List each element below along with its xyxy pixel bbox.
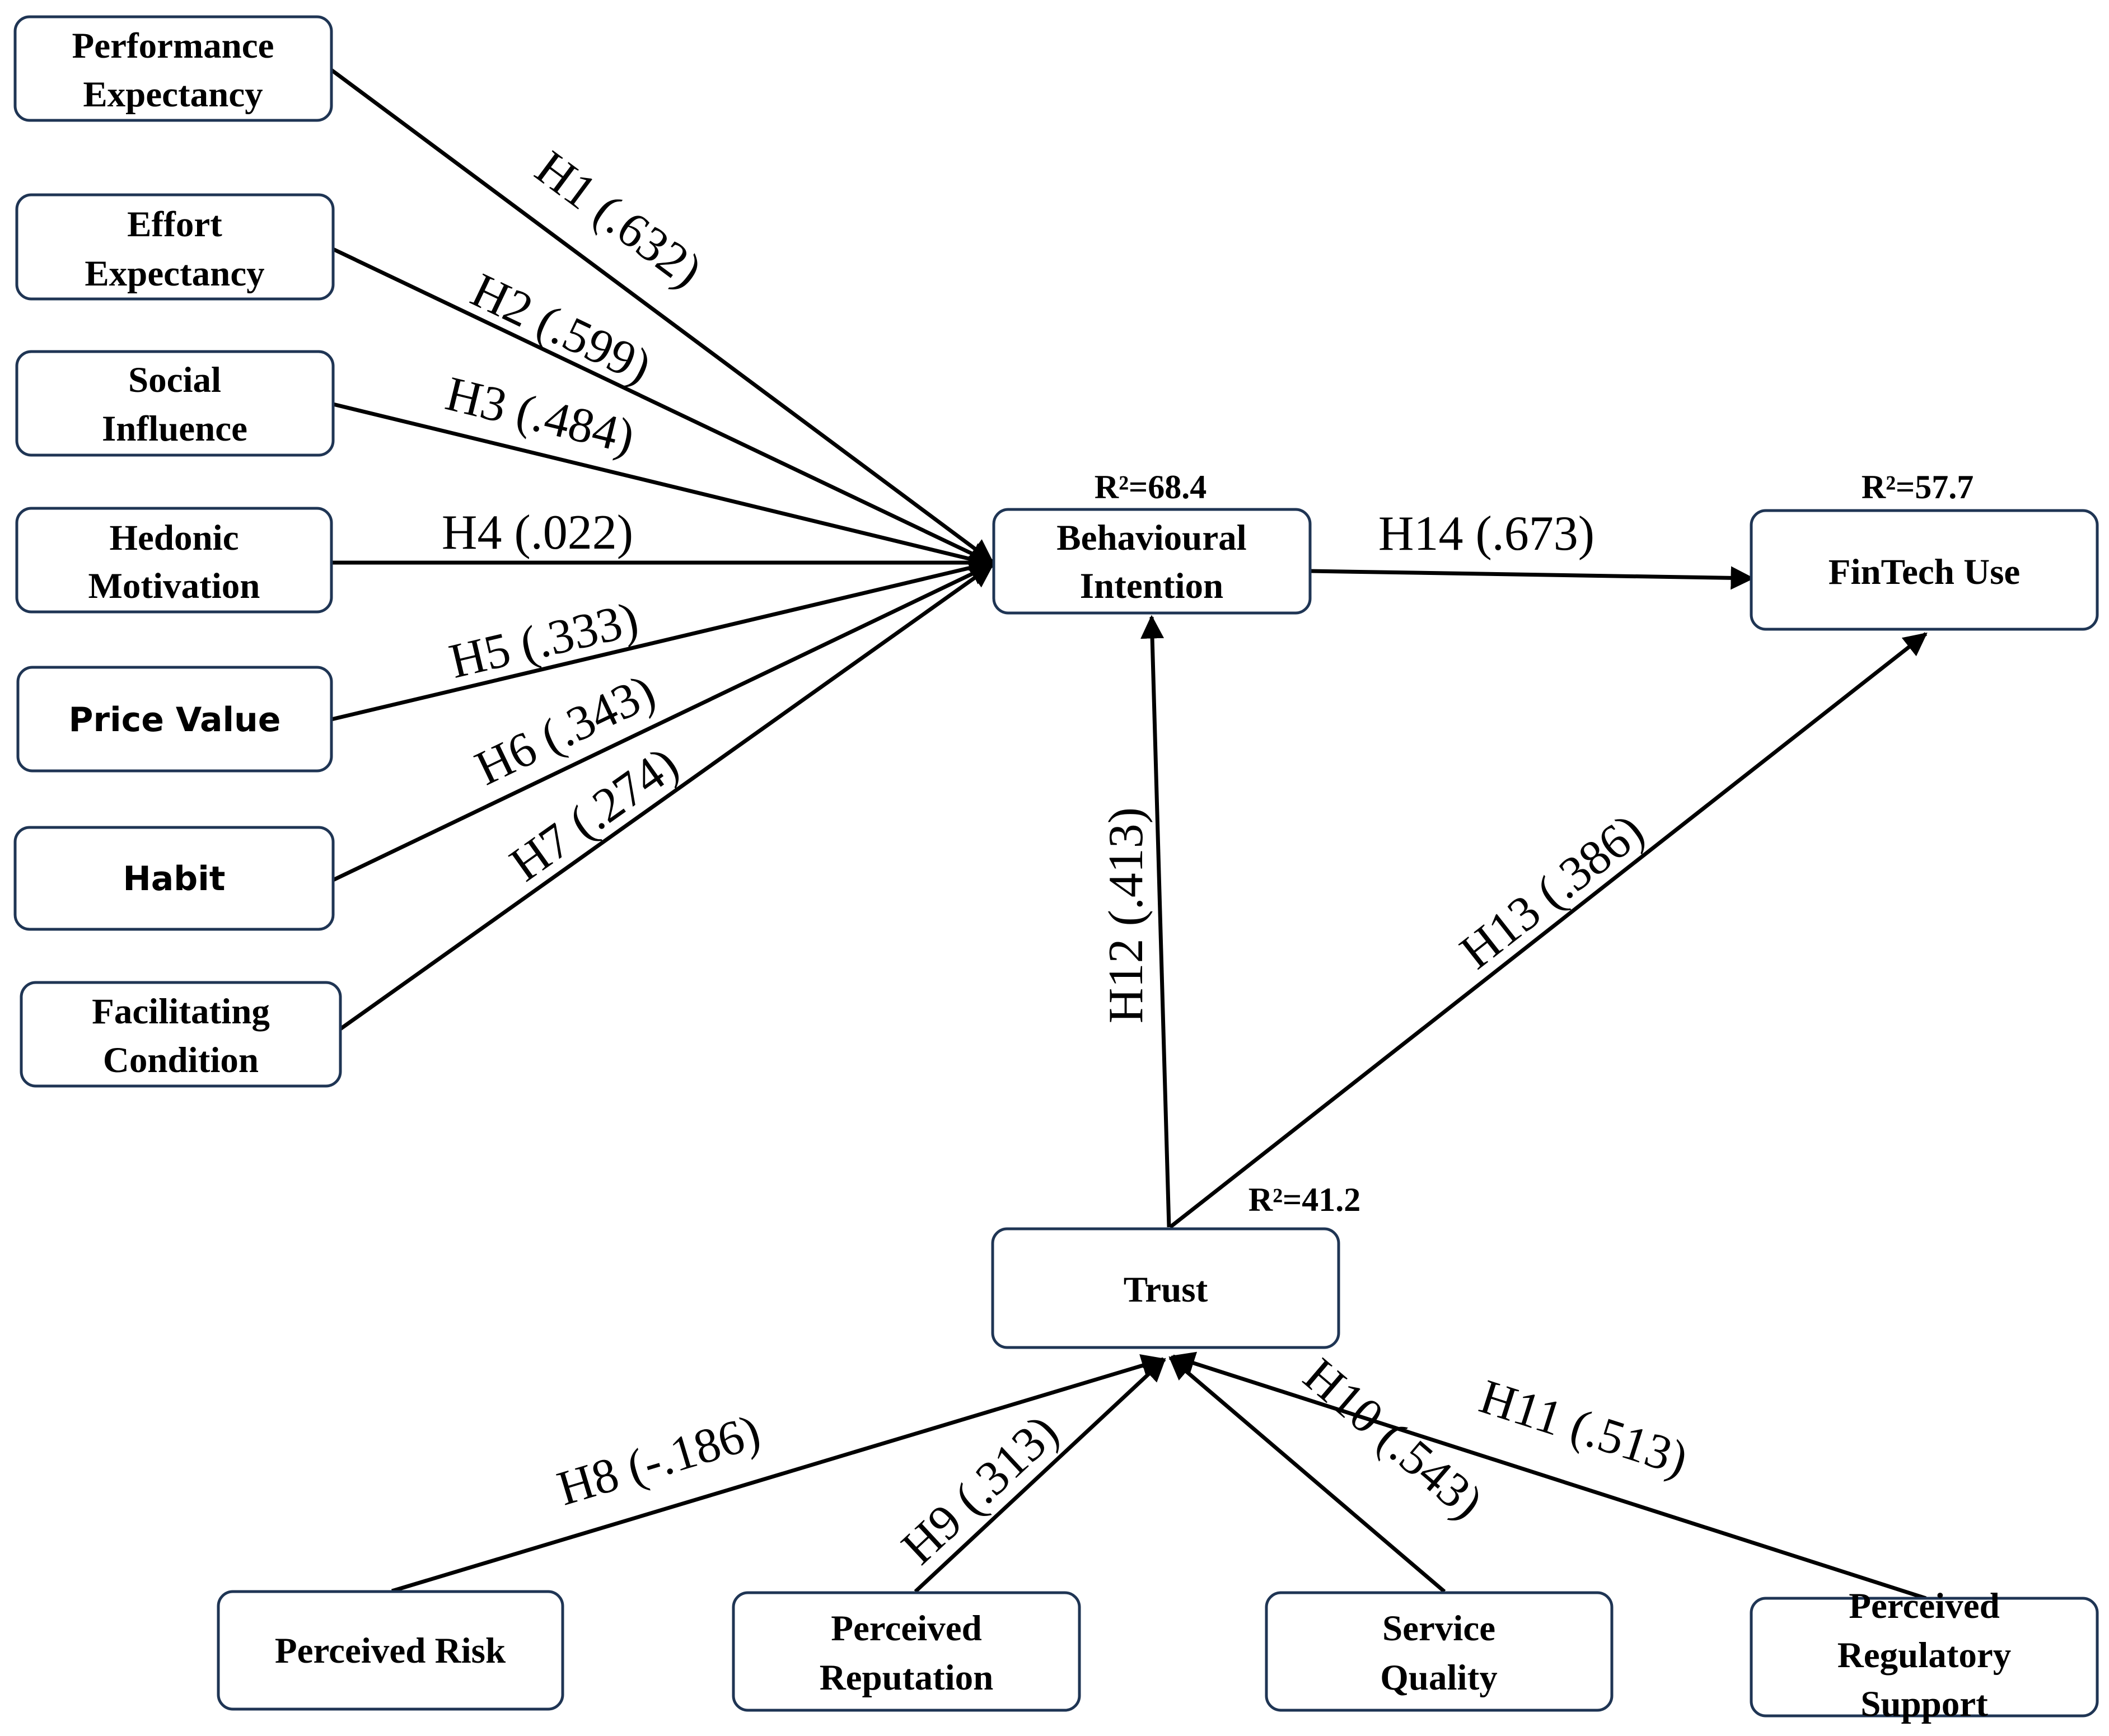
node-behavioural-intention: R²=68.4 Behavioural Intention bbox=[992, 469, 1312, 615]
effort-expectancy-line1: Effort bbox=[127, 204, 222, 245]
label-h13: H13 (.386) bbox=[1451, 803, 1654, 980]
habit-label: Habit bbox=[123, 859, 226, 899]
label-h9: H9 (.313) bbox=[891, 1405, 1068, 1575]
hedonic-motivation-line2: Motivation bbox=[88, 566, 260, 606]
service-quality-line1: Service bbox=[1382, 1608, 1495, 1649]
node-perceived-regulatory-support: Perceived Regulatory Support bbox=[1750, 1586, 2099, 1724]
node-performance-expectancy: Performance Expectancy bbox=[13, 15, 333, 122]
performance-expectancy-line1: Performance bbox=[72, 26, 274, 66]
trust-label: Trust bbox=[1124, 1270, 1208, 1310]
fintech-use-r2: R²=57.7 bbox=[1862, 469, 1974, 506]
node-service-quality: Service Quality bbox=[1265, 1591, 1614, 1712]
perceived-reputation-line1: Perceived bbox=[831, 1608, 982, 1649]
label-h2: H2 (.599) bbox=[463, 263, 660, 395]
social-influence-line2: Influence bbox=[102, 409, 247, 449]
edge-h5 bbox=[331, 556, 994, 722]
behavioural-intention-line2: Intention bbox=[1080, 566, 1223, 606]
edge-h6 bbox=[332, 562, 994, 882]
edge-labels: H1 (.632) H2 (.599) H3 (.484) H4 (.022) … bbox=[441, 141, 1694, 1575]
perceived-risk-label: Perceived Risk bbox=[275, 1631, 506, 1671]
social-influence-line1: Social bbox=[128, 360, 221, 400]
edge-h11 bbox=[1171, 1351, 1927, 1601]
label-h11: H11 (.513) bbox=[1474, 1369, 1694, 1486]
behavioural-intention-r2: R²=68.4 bbox=[1095, 469, 1207, 506]
edge-h7 bbox=[339, 564, 994, 1031]
behavioural-intention-line1: Behavioural bbox=[1056, 518, 1246, 558]
facilitating-condition-line2: Condition bbox=[103, 1040, 259, 1080]
facilitating-condition-line1: Facilitating bbox=[92, 991, 270, 1032]
fintech-use-label: FinTech Use bbox=[1829, 552, 2021, 592]
edge-h2 bbox=[332, 247, 994, 565]
node-price-value: Price Value bbox=[16, 666, 333, 773]
node-habit: Habit bbox=[13, 826, 335, 931]
edge-h12 bbox=[1140, 615, 1171, 1228]
hedonic-motivation-line1: Hedonic bbox=[109, 518, 239, 558]
perceived-regulatory-support-line3: Support bbox=[1860, 1684, 1988, 1724]
node-social-influence: Social Influence bbox=[15, 350, 335, 457]
node-facilitating-condition: Facilitating Condition bbox=[20, 981, 342, 1088]
edge-h8 bbox=[391, 1354, 1166, 1593]
effort-expectancy-line2: Expectancy bbox=[85, 254, 264, 294]
trust-r2: R²=41.2 bbox=[1248, 1181, 1361, 1218]
node-perceived-risk: Perceived Risk bbox=[217, 1590, 564, 1711]
edge-h13 bbox=[1168, 632, 1928, 1229]
edge-h1 bbox=[330, 68, 994, 563]
edges bbox=[330, 68, 1928, 1601]
node-hedonic-motivation: Hedonic Motivation bbox=[15, 507, 333, 614]
label-h4: H4 (.022) bbox=[442, 506, 633, 560]
label-h12: H12 (.413) bbox=[1099, 807, 1153, 1023]
node-effort-expectancy: Effort Expectancy bbox=[15, 193, 335, 301]
label-h8: H8 (-.186) bbox=[551, 1405, 766, 1517]
node-fintech-use: R²=57.7 FinTech Use bbox=[1750, 469, 2099, 631]
label-h10: H10 (.543) bbox=[1293, 1348, 1493, 1530]
edge-h3 bbox=[333, 402, 994, 571]
performance-expectancy-line2: Expectancy bbox=[83, 74, 263, 115]
price-value-label: Price Value bbox=[69, 700, 281, 740]
perceived-regulatory-support-line2: Regulatory bbox=[1837, 1635, 2012, 1676]
label-h1: H1 (.632) bbox=[526, 141, 712, 298]
edge-h14 bbox=[1310, 566, 1755, 590]
label-h5: H5 (.333) bbox=[445, 592, 643, 689]
service-quality-line2: Quality bbox=[1380, 1658, 1497, 1698]
edge-h10 bbox=[1168, 1356, 1446, 1593]
label-h14: H14 (.673) bbox=[1378, 507, 1594, 561]
perceived-regulatory-support-line1: Perceived bbox=[1849, 1586, 2000, 1626]
edge-h9 bbox=[914, 1358, 1166, 1593]
node-perceived-reputation: Perceived Reputation bbox=[732, 1591, 1081, 1712]
perceived-reputation-line2: Reputation bbox=[820, 1658, 994, 1698]
node-trust: R²=41.2 Trust bbox=[991, 1181, 1361, 1349]
